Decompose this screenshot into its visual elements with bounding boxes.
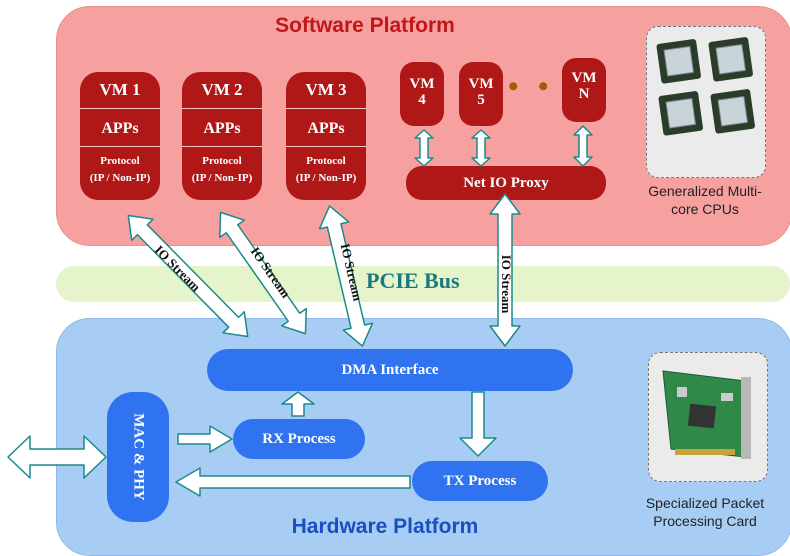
cpu-caption-line2: core CPUs [671,201,739,217]
vm-5: VM 5 [459,62,503,126]
card-caption: Specialized Packet Processing Card [630,494,780,530]
vm-protocol-type: (IP / Non-IP) [191,172,253,184]
dma-to-tx-arrow [459,391,497,457]
io-stream-arrow-1 [127,214,249,338]
vm-small-label: VM [571,70,597,86]
vm-protocol: Protocol [202,155,242,167]
vm-name: VM 2 [201,80,243,99]
vm-small-index: 5 [477,92,485,108]
vm-3: VM 3 APPs Protocol (IP / Non-IP) [286,72,366,200]
vm-small-label: VM [468,76,494,92]
vm-apps: APPs [101,120,139,137]
vm-name: VM 3 [305,80,347,99]
vm-name: VM 1 [99,80,141,99]
vm-2: VM 2 APPs Protocol (IP / Non-IP) [182,72,262,200]
software-platform-title: Software Platform [275,14,455,37]
vm4-proxy-arrow [414,129,434,167]
io-stream-arrow-3 [318,205,374,347]
vm-protocol-type: (IP / Non-IP) [89,172,151,184]
vm-small-index: 4 [418,92,426,108]
pcie-bus-label: PCIE Bus [366,268,460,293]
cpu-image-frame [646,26,766,178]
vm-n: VM N [562,58,606,122]
vm5-proxy-arrow [471,129,491,167]
mac-phy-block: MAC & PHY [107,392,169,522]
vm-protocol-type: (IP / Non-IP) [295,172,357,184]
vmn-proxy-arrow [573,125,593,167]
rx-to-dma-arrow [281,391,315,417]
vm-apps: APPs [307,120,345,137]
cpu-caption-line1: Generalized Multi- [648,183,762,199]
external-link-arrow [7,435,107,479]
mac-to-rx-arrow [177,425,233,453]
vm-apps: APPs [203,120,241,137]
io-stream-label-1: IO Stream [152,242,204,294]
rx-process: RX Process [233,419,365,459]
hardware-platform-title: Hardware Platform [291,515,479,538]
vm-protocol: Protocol [100,155,140,167]
dma-interface: DMA Interface [207,349,573,391]
vm-4: VM 4 [400,62,444,126]
io-stream-label-4: IO Stream [499,255,514,314]
card-caption-line2: Processing Card [653,513,757,529]
card-caption-line1: Specialized Packet [645,495,765,511]
vm-small-index: N [578,86,590,102]
tx-process: TX Process [412,461,548,501]
vm-protocol: Protocol [306,155,346,167]
cpu-caption: Generalized Multi- core CPUs [630,182,780,218]
packet-card-icon [662,370,751,459]
io-stream-arrow-2 [218,211,308,335]
tx-to-mac-arrow [175,467,411,497]
io-stream-arrow-4 [489,193,521,347]
vm-1: VM 1 APPs Protocol (IP / Non-IP) [80,72,160,200]
multicore-cpu-icon [656,37,755,136]
vm-small-label: VM [409,76,435,92]
card-image-frame [648,352,768,482]
